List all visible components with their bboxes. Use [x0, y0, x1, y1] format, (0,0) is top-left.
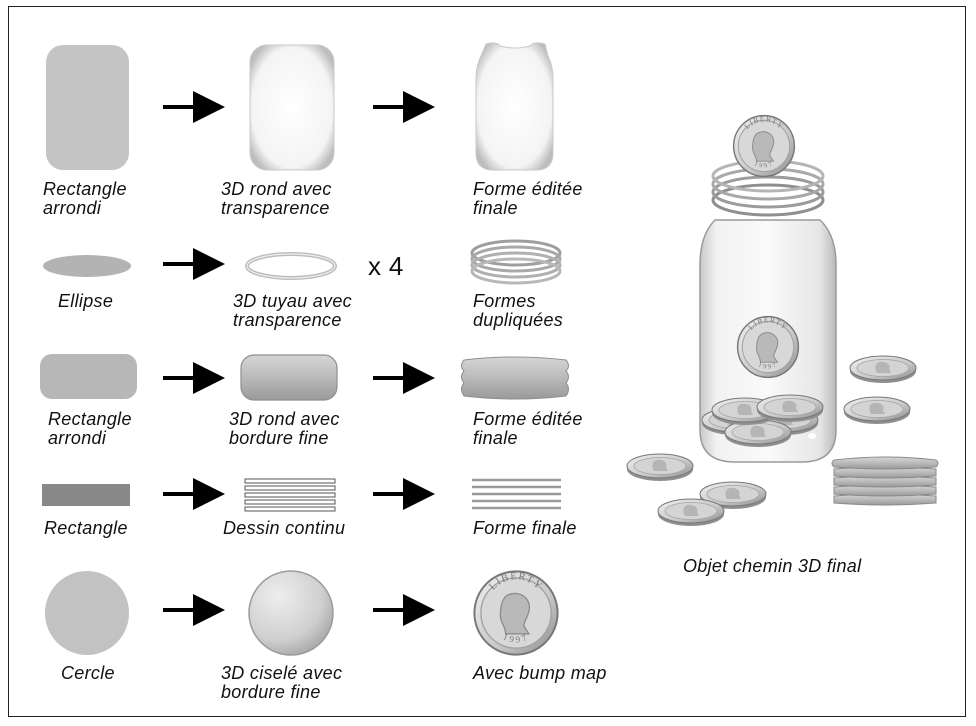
rounded-rectangle-shape	[46, 45, 129, 170]
duplicated-rings-shape	[470, 239, 562, 285]
final-lines-shape	[472, 478, 561, 510]
stacked-wavy-bars	[831, 456, 939, 506]
row2-step3-label: Formes dupliquées	[473, 291, 564, 330]
row5-step1-label: Cercle	[61, 663, 115, 683]
rounded-rectangle-small-shape	[40, 354, 137, 399]
row3-step1-label: Rectangle arrondi	[48, 409, 132, 448]
row2-step2-label: 3D tuyau avec transparence	[233, 291, 352, 330]
bump-map-coin: LIBERTY 1997	[473, 570, 559, 656]
row5-step2-label: 3D ciselé avec bordure fine	[221, 663, 343, 702]
coin-year-text: 1997	[501, 632, 527, 645]
svg-text:1997: 1997	[757, 361, 779, 370]
svg-text:1997: 1997	[753, 160, 775, 169]
thin-border-rounded-rectangle-shape	[240, 354, 338, 401]
jar-coin-year-text: 1997	[757, 361, 777, 370]
row1-step2-label: 3D rond avec transparence	[221, 179, 332, 218]
transparent-rounded-rectangle-shape	[249, 44, 335, 171]
top-coin-year-text: 1997	[753, 160, 773, 169]
row3-step3-label: Forme éditée finale	[473, 409, 583, 448]
rectangle-shape	[42, 484, 130, 506]
row4-step2-label: Dessin continu	[223, 518, 346, 538]
chiseled-disc-shape	[248, 570, 334, 656]
row3-step2-label: 3D rond avec bordure fine	[229, 409, 340, 448]
edited-jar-shape	[475, 42, 554, 171]
row4-step3-label: Forme finale	[473, 518, 577, 538]
row1-step3-label: Forme éditée finale	[473, 179, 583, 218]
final-object-label: Objet chemin 3D final	[683, 556, 862, 576]
svg-text:1997: 1997	[501, 632, 530, 645]
row5-step3-label: Avec bump map	[473, 663, 607, 683]
circle-shape	[45, 571, 129, 655]
continuous-drawing-shape	[244, 478, 336, 512]
ellipse-shape	[43, 255, 131, 277]
multiplier-label: x 4	[368, 251, 404, 281]
figure-frame	[8, 6, 966, 717]
wavy-edited-shape	[461, 356, 569, 400]
row4-step1-label: Rectangle	[44, 518, 128, 538]
row2-step1-label: Ellipse	[58, 291, 114, 311]
row1-step1-label: Rectangle arrondi	[43, 179, 127, 218]
final-3d-jar: LIBERTY 1997 LIBERTY 1997	[699, 114, 837, 463]
